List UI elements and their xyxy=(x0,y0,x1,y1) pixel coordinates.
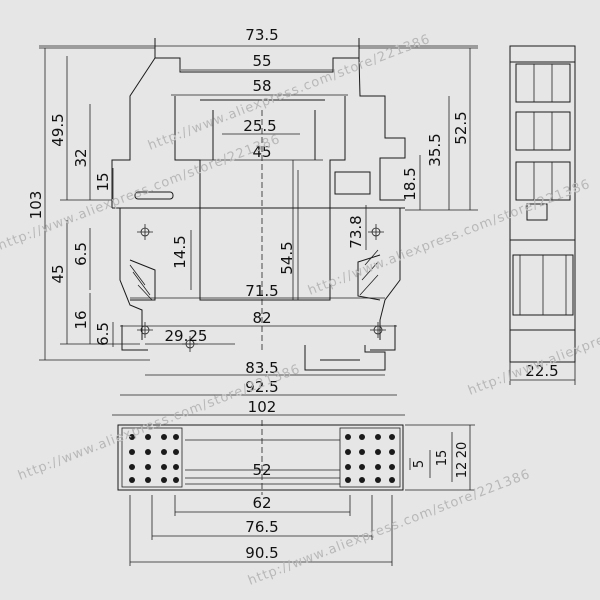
front-view-outline xyxy=(111,38,406,371)
dim-52-5: 52.5 xyxy=(452,111,470,144)
dim-73-5: 73.5 xyxy=(245,26,278,44)
watermark-top: http://www.aliexpress.com/store/221386 xyxy=(146,32,433,154)
dim-58: 58 xyxy=(252,77,271,95)
dim-52: 52 xyxy=(252,461,271,479)
dim-45: 45 xyxy=(49,264,67,283)
dim-54-5: 54.5 xyxy=(278,241,296,274)
dim-22-5: 22.5 xyxy=(525,362,558,380)
dim-103: 103 xyxy=(27,191,45,220)
watermark-bottom: http://www.aliexpress.com/store/221386 xyxy=(246,467,533,589)
dim-102: 102 xyxy=(248,398,277,416)
dim-12: 12 xyxy=(455,462,470,479)
dim-90-5: 90.5 xyxy=(245,544,278,562)
dim-45-center: 45 xyxy=(252,143,271,161)
dim-71-5: 71.5 xyxy=(245,282,278,300)
dim-83-5: 83.5 xyxy=(245,359,278,377)
watermark-right: http://www.aliexpress.com/store/221386 xyxy=(466,277,600,399)
dim-76-5: 76.5 xyxy=(245,518,278,536)
dim-49-5: 49.5 xyxy=(49,113,67,146)
side-view xyxy=(509,45,576,385)
dim-35-5: 35.5 xyxy=(426,133,444,166)
dim-18-5: 18.5 xyxy=(401,167,419,200)
dim-29-25: 29.25 xyxy=(165,327,208,345)
front-view-dimension-lines xyxy=(39,45,478,416)
bottom-view xyxy=(117,420,404,495)
dim-92-5: 92.5 xyxy=(245,378,278,396)
dim-5: 5 xyxy=(412,460,427,468)
dim-6-5-bottom: 6.5 xyxy=(94,322,112,346)
dim-55: 55 xyxy=(252,52,271,70)
dim-25-5: 25.5 xyxy=(243,117,276,135)
dim-62: 62 xyxy=(252,494,271,512)
dim-32: 32 xyxy=(72,148,90,167)
bottom-view-dimension-lines xyxy=(129,424,475,566)
dim-6-5-top: 6.5 xyxy=(72,242,90,266)
dim-15-bottom: 15 xyxy=(435,450,450,467)
dim-14-5: 14.5 xyxy=(171,235,189,268)
dim-82: 82 xyxy=(252,309,271,327)
dim-16: 16 xyxy=(72,310,90,329)
dimension-labels: 73.5 55 58 25.5 45 49.5 32 15 103 52.5 3… xyxy=(27,26,559,562)
dim-15: 15 xyxy=(94,172,112,191)
dim-73-8: 73.8 xyxy=(347,215,365,248)
dim-20: 20 xyxy=(455,442,470,459)
